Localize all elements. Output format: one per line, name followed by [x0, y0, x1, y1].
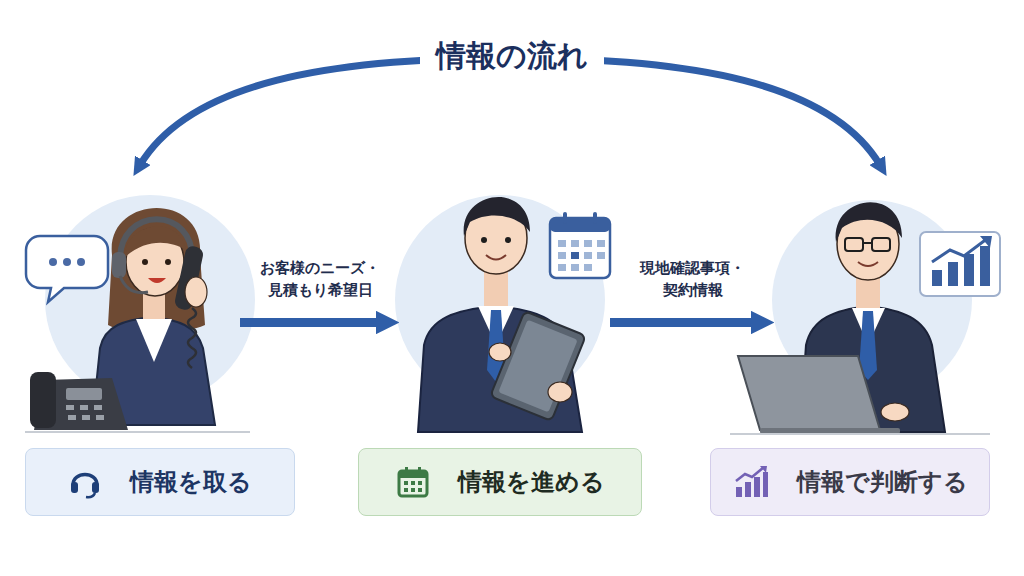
calendar-ring: [593, 212, 597, 224]
headset-mic: [120, 276, 148, 293]
speech-bubble: [26, 236, 108, 302]
headset-cup: [112, 252, 126, 278]
label-box: 情報を進める: [358, 448, 642, 516]
label-text: 情報を取る: [130, 466, 252, 498]
label-box: 情報を取る: [25, 448, 295, 516]
box-icon: [396, 465, 430, 499]
calendar-header: [550, 218, 610, 232]
eye: [505, 237, 511, 243]
hand: [489, 343, 511, 361]
eye: [165, 259, 171, 265]
bubble-dot: [63, 258, 71, 266]
person-column: 情報を取る: [40, 185, 240, 430]
hand: [185, 277, 207, 307]
edge-label: 現地確認事項・ 契約情報: [618, 257, 768, 301]
flow-arrow: [610, 318, 758, 327]
tablet-screen: [498, 320, 577, 413]
edge-label: お客様のニーズ・ 見積もり希望日: [245, 257, 395, 301]
label-text: 情報を進める: [458, 466, 605, 498]
hand: [881, 403, 909, 421]
glasses: [872, 238, 890, 251]
laptop: [738, 356, 880, 430]
hair: [464, 197, 530, 236]
smile: [486, 255, 506, 260]
eye: [142, 259, 148, 265]
smile: [858, 262, 878, 266]
desk-line: [730, 433, 990, 435]
bubble-dot: [77, 258, 85, 266]
calendar-grid: [558, 240, 605, 271]
headset-band: [120, 219, 192, 262]
tablet: [490, 311, 586, 421]
person-column: 情報で判断する: [775, 185, 985, 430]
glasses-bridge: [863, 242, 872, 244]
calendar-ring: [563, 212, 567, 224]
phone-keypad: [66, 405, 104, 420]
person-column: 情報を進める: [400, 185, 610, 430]
hair: [108, 208, 205, 332]
label-text: 情報で判断する: [797, 466, 968, 498]
box-icon: [733, 465, 769, 499]
label-box: 情報で判断する: [710, 448, 990, 516]
headset-icon: [68, 465, 102, 499]
chart-icon: [920, 232, 1000, 296]
chart-trend-head: [980, 236, 992, 248]
bubble-dot: [49, 258, 57, 266]
shirt: [136, 319, 172, 362]
chart-trend: [932, 238, 988, 262]
hand: [548, 382, 572, 402]
hair: [836, 202, 902, 242]
eye: [481, 237, 487, 243]
box-icon: [68, 465, 102, 499]
desk-line: [25, 431, 250, 433]
phone-display: [66, 388, 102, 400]
glasses: [845, 238, 863, 251]
flow-arrow: [240, 318, 383, 327]
calendar-icon: [550, 218, 610, 278]
phone-cord: [188, 308, 196, 368]
chart-bars: [932, 246, 990, 286]
phone-receiver: [30, 372, 56, 428]
calendar-icon: [396, 465, 430, 499]
diagram-title: 情報の流れ: [420, 34, 604, 78]
mouth: [148, 278, 166, 283]
chart-icon: [733, 465, 769, 499]
